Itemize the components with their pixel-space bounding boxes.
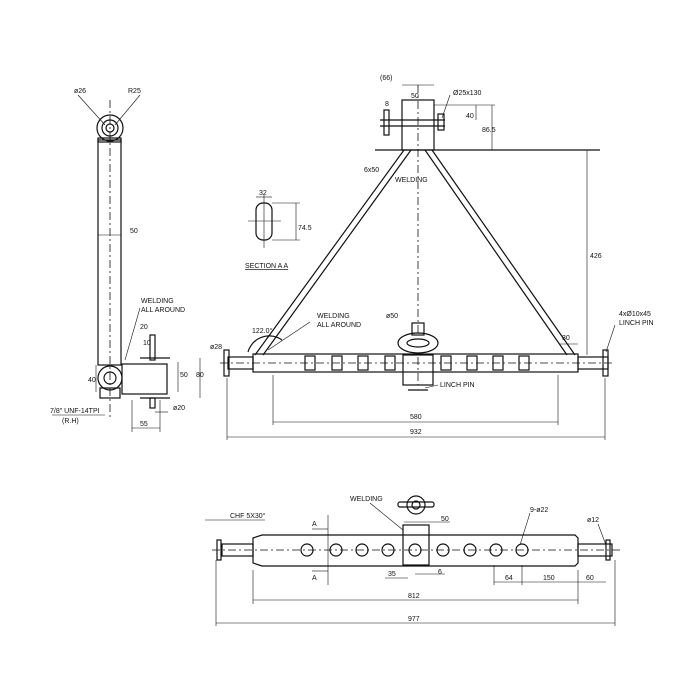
welding-label: WELDING: [395, 177, 428, 184]
side-view: ø26 R25 50 WELDING ALL AROUND 20 10 40 5…: [50, 88, 204, 432]
dim-86-5: 86.5: [482, 127, 496, 134]
linch-pins-spec: 4xØ10x45: [619, 311, 651, 318]
dim-35: 35: [388, 571, 396, 578]
dim-angle: 122.0°: [252, 327, 273, 335]
dim-60: 60: [586, 575, 594, 582]
dim-64: 64: [505, 575, 513, 582]
dim-r25: R25: [128, 88, 141, 95]
linch-pin-label: LINCH PIN: [440, 382, 475, 389]
holes-spec: 9-ø22: [530, 507, 548, 514]
linch-pins-label: LINCH PIN: [619, 320, 654, 327]
holes: [300, 543, 529, 557]
pin-spec: Ø25x130: [453, 90, 482, 97]
dim-dia-28: ø28: [210, 344, 222, 351]
welding-label: WELDING: [141, 298, 174, 305]
dim-40: 40: [88, 377, 96, 384]
dim-150: 150: [543, 575, 555, 582]
dim-20: 20: [140, 324, 148, 331]
section-label: SECTION A A: [245, 263, 289, 270]
section-marker-a: A: [312, 575, 317, 582]
welding-label: WELDING: [350, 496, 383, 503]
dim-66: (66): [380, 75, 392, 82]
dim-32: 32: [259, 190, 267, 197]
dim-40: 40: [466, 113, 474, 120]
bar-holes: [304, 355, 530, 371]
thread-spec: 7/8" UNF-14TPI: [50, 408, 100, 415]
front-view: (66) 50 Ø25x130 40 86.5 8 6x50 WELDING 3…: [210, 75, 654, 440]
dim-10: 10: [143, 340, 151, 347]
dim-977: 977: [408, 616, 420, 623]
dim-580: 580: [410, 414, 422, 421]
dim-6: 6: [438, 569, 442, 576]
dim-dia-50: ø50: [386, 313, 398, 320]
dim-932: 932: [410, 429, 422, 436]
dim-30: 30: [562, 335, 570, 342]
dim-dia-12: ø12: [587, 517, 599, 524]
dim-55: 55: [140, 421, 148, 428]
welding-label: ALL AROUND: [317, 322, 361, 329]
dim-74-5: 74.5: [298, 225, 312, 232]
dim-426: 426: [590, 253, 602, 260]
dim-8: 8: [385, 101, 389, 108]
dim-6x50: 6x50: [364, 167, 379, 174]
dim-50: 50: [130, 228, 138, 235]
welding-label: WELDING: [317, 313, 350, 320]
dim-50: 50: [441, 516, 449, 523]
chamfer-spec: CHF 5X30°: [230, 512, 266, 520]
dim-50b: 50: [180, 372, 188, 379]
dim-80: 80: [196, 372, 204, 379]
bottom-view: WELDING CHF 5X30° A A 50 9-ø22 ø12 35 6 …: [205, 495, 620, 626]
dim-50-top: 50: [411, 93, 419, 100]
section-marker-a: A: [312, 521, 317, 528]
thread-dir: (R.H): [62, 418, 79, 425]
dim-dia-26: ø26: [74, 88, 86, 95]
dim-812: 812: [408, 593, 420, 600]
dim-dia-20: ø20: [173, 405, 185, 412]
welding-label: ALL AROUND: [141, 307, 185, 314]
